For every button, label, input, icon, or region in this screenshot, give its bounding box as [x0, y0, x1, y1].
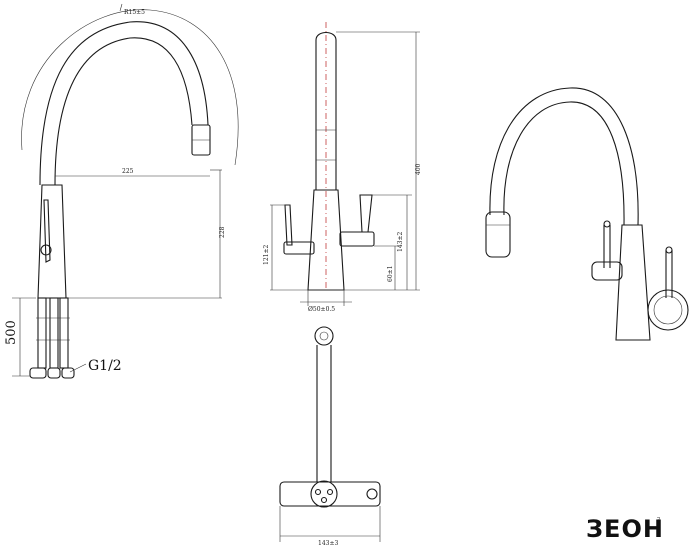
left-side-view: R15±5 225 228 500 G1/2: [4, 3, 239, 379]
brand-logo: ЗЕОН ruvo: [586, 515, 664, 543]
iso-left-lever-tip: [603, 220, 611, 228]
iso-right-knob: [647, 289, 689, 331]
spout-top-circle: [314, 326, 334, 346]
hose-fitting-3: [61, 367, 75, 379]
spout-inner-curve: [54, 37, 193, 186]
iso-spout-outer: [489, 87, 639, 226]
hose-length-label: 500: [4, 320, 19, 345]
hose-fitting-2: [47, 367, 61, 379]
spout-outer-curve: [39, 21, 209, 186]
body-top-dot-1: [314, 488, 322, 496]
iso-right-knob-inner: [653, 295, 683, 325]
right-handle: [359, 194, 373, 233]
hose-3: [59, 297, 69, 369]
iso-aerator: [485, 211, 511, 258]
iso-spout-inner: [503, 101, 625, 226]
hose-2: [49, 297, 59, 369]
swing-arc: [21, 9, 239, 166]
isometric-view: [485, 87, 689, 341]
base-diameter-label: Ø50±0.5: [308, 306, 335, 313]
thread-label: G1/2: [88, 358, 122, 374]
body: [37, 184, 67, 299]
body-top-dot-2: [326, 488, 334, 496]
depth-label: 143±3: [318, 540, 338, 547]
hose-1: [37, 297, 47, 369]
total-height-label: 400: [415, 163, 422, 175]
iso-body: [615, 224, 651, 341]
iso-left-handle: [591, 261, 623, 281]
arc-leader: [119, 3, 123, 12]
logo-suffix: ruvo: [655, 517, 661, 528]
hose-fitting-1: [29, 367, 47, 379]
body-height-label: 121±2: [263, 245, 270, 265]
iso-right-lever-tip: [665, 246, 673, 254]
height-label: 228: [219, 226, 226, 238]
left-handle-base: [283, 241, 315, 255]
top-view: 143±3: [279, 326, 381, 547]
base-height-label: 60±1: [387, 266, 394, 282]
left-handle: [284, 204, 293, 246]
handle-height-label: 143±2: [397, 232, 404, 252]
spout-front: [315, 31, 337, 191]
right-handle-base: [339, 231, 375, 247]
arc-radius-label: R15±5: [124, 9, 145, 16]
lever-knob: [40, 244, 52, 256]
front-view: 121±2 400 143±2 60±1 Ø50±0.5: [263, 22, 422, 313]
logo-text: ЗЕОН: [586, 515, 664, 543]
body-top-circle: [310, 480, 338, 508]
spout-top-inner: [319, 331, 329, 341]
lever: [43, 199, 51, 263]
hoses: [29, 297, 75, 379]
reach-label: 225: [122, 168, 134, 175]
thread-leader: [69, 363, 87, 373]
body-top-dot-3: [320, 496, 328, 504]
hose-break-lines: [36, 317, 70, 341]
handle-top-knob: [366, 488, 378, 500]
